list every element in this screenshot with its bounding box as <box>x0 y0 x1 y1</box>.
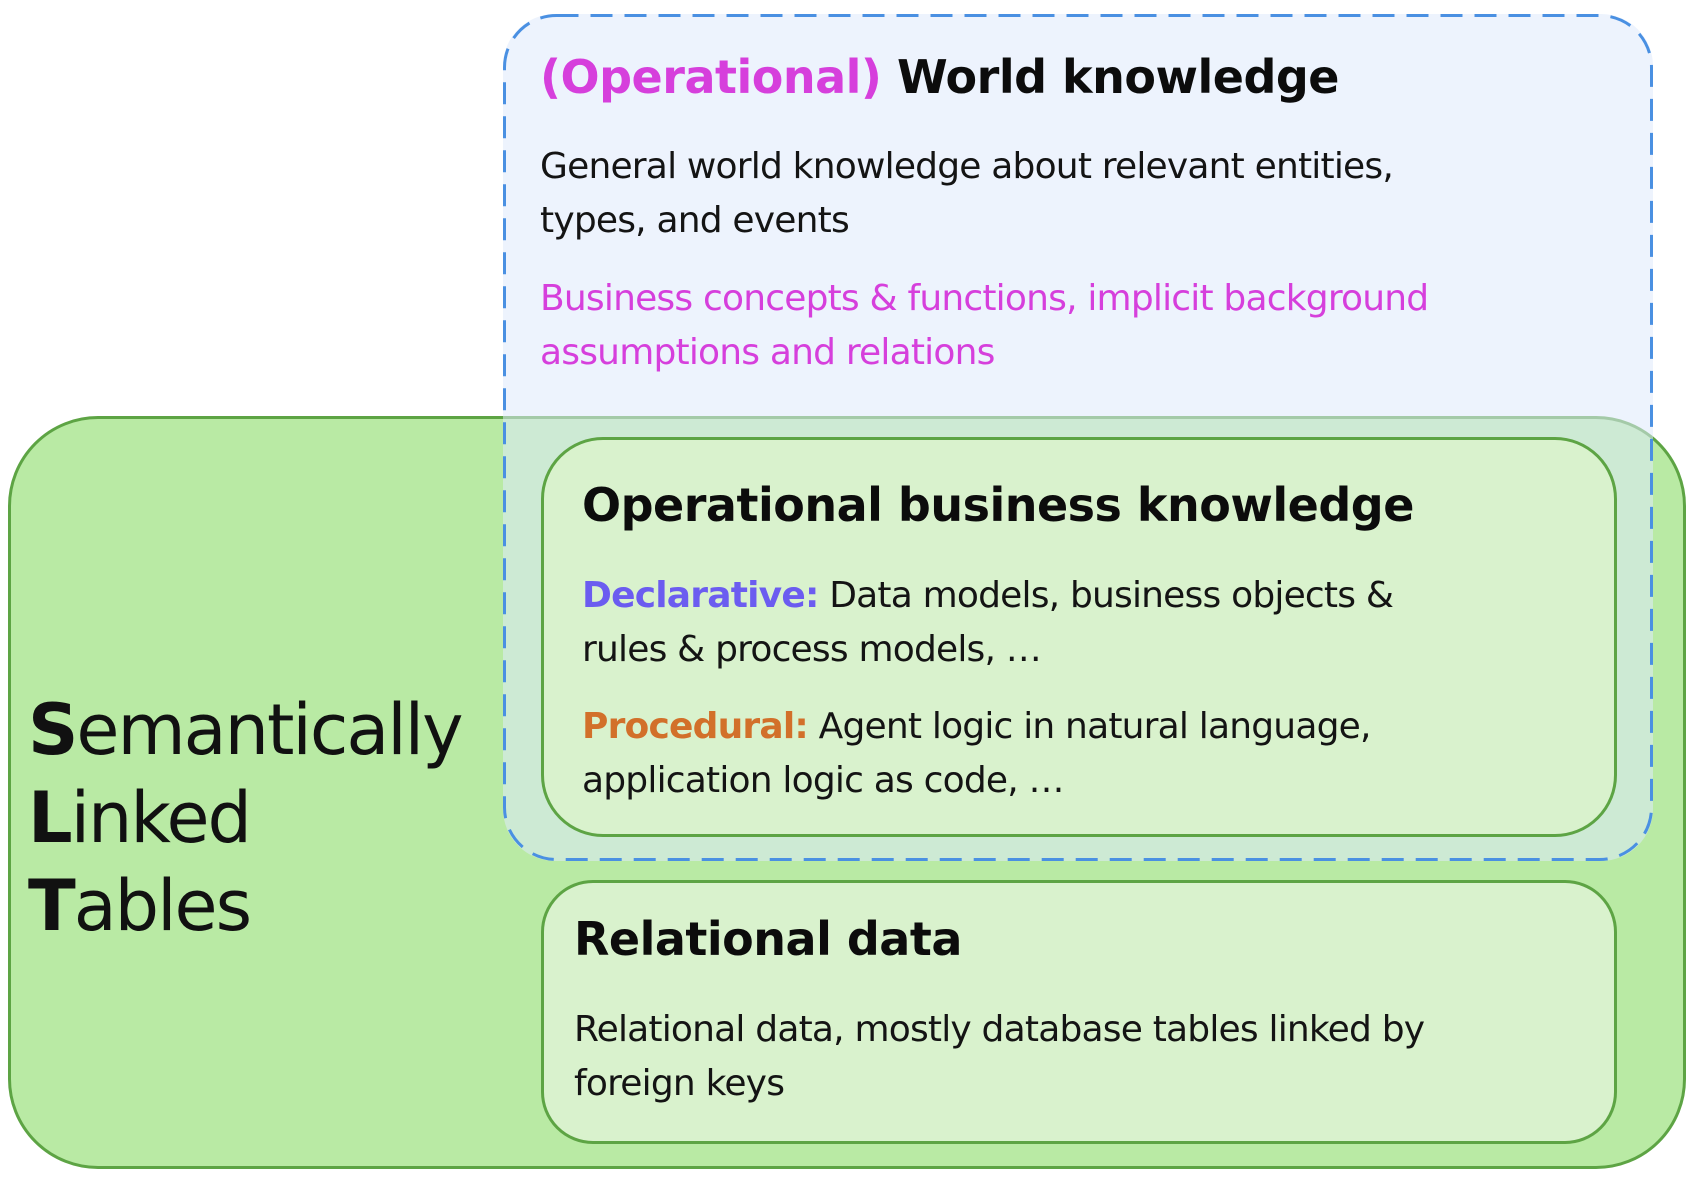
procedural-label: Procedural: <box>582 706 809 747</box>
relational-data-line-2: foreign keys <box>574 1063 785 1104</box>
world-knowledge-general-line-2: types, and events <box>540 200 850 241</box>
world-knowledge-general-text: General world knowledge about relevant e… <box>540 140 1394 248</box>
slt-word-semantically: Semantically <box>28 686 464 774</box>
slt-initial-t: T <box>28 865 76 947</box>
declarative-line-2: rules & process models, … <box>582 629 1042 670</box>
slt-word-linked: Linked <box>28 774 462 862</box>
world-knowledge-business-line-2: assumptions and relations <box>540 332 995 373</box>
procedural-line-2: application logic as code, … <box>582 760 1065 801</box>
declarative-line-1: Declarative: Data models, business objec… <box>582 569 1394 623</box>
relational-data-box <box>541 880 1617 1144</box>
procedural-text: Procedural: Agent logic in natural langu… <box>582 700 1371 808</box>
world-knowledge-general-line-1: General world knowledge about relevant e… <box>540 146 1394 187</box>
procedural-line-1-text: Agent logic in natural language, <box>818 706 1372 747</box>
slt-word-tables: Tables <box>28 862 462 950</box>
slt-rest-semantically: emantically <box>76 689 463 771</box>
semantically-linked-tables-label: Semantically Linked Tables <box>28 686 464 950</box>
slt-initial-s: S <box>28 689 78 771</box>
world-knowledge-title: (Operational) World knowledge <box>540 50 1340 104</box>
slt-rest-tables: ables <box>73 865 252 947</box>
slt-initial-l: L <box>28 777 73 859</box>
relational-data-line-1: Relational data, mostly database tables … <box>574 1009 1425 1050</box>
procedural-line-1: Procedural: Agent logic in natural langu… <box>582 700 1371 754</box>
world-knowledge-business-line-1: Business concepts & functions, implicit … <box>540 278 1429 319</box>
relational-data-title: Relational data <box>574 912 962 966</box>
world-knowledge-dashed-border <box>503 14 1653 861</box>
business-knowledge-title: Operational business knowledge <box>582 478 1414 532</box>
world-knowledge-business-text: Business concepts & functions, implicit … <box>540 272 1429 380</box>
relational-data-text: Relational data, mostly database tables … <box>574 1003 1425 1111</box>
world-knowledge-title-main: World knowledge <box>896 50 1340 104</box>
declarative-text: Declarative: Data models, business objec… <box>582 569 1394 677</box>
world-knowledge-title-prefix: (Operational) <box>540 50 882 104</box>
declarative-label: Declarative: <box>582 575 819 616</box>
operational-business-knowledge-box <box>541 437 1617 837</box>
declarative-line-1-text: Data models, business objects & <box>829 575 1394 616</box>
slt-rest-linked: inked <box>70 777 252 859</box>
